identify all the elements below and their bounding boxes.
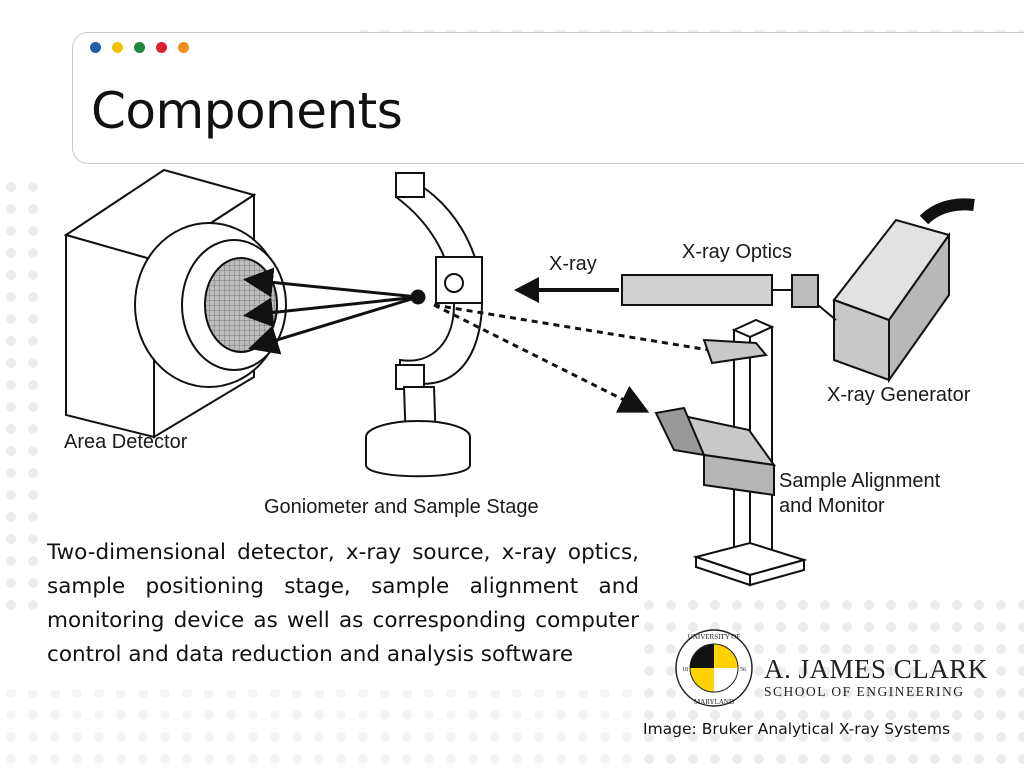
- accent-dot-yellow: [112, 42, 123, 53]
- xrd-components-diagram: X-ray Optics X-ray X-ray Generator Area …: [63, 168, 975, 587]
- x-ray-beam-arrow: [514, 277, 619, 303]
- sample-alignment-monitor: [654, 318, 808, 587]
- accent-dot-blue: [90, 42, 101, 53]
- accent-dot-red: [156, 42, 167, 53]
- accent-dots: [90, 42, 189, 53]
- slide-title: Components: [91, 82, 403, 140]
- school-subtitle: SCHOOL OF ENGINEERING: [764, 684, 965, 699]
- seal-year-left: 18: [682, 667, 688, 673]
- x-ray-optics: [621, 274, 819, 308]
- seal-top-text: UNIVERSITY OF: [688, 633, 741, 641]
- label-x-ray: X-ray: [549, 253, 597, 275]
- label-sample-alignment-line1: Sample Alignment: [779, 470, 941, 492]
- alignment-dashed-lines: [433, 303, 710, 413]
- label-area-detector: Area Detector: [64, 431, 188, 453]
- diffracted-rays: [243, 267, 426, 355]
- seal-bottom-text: MARYLAND: [694, 698, 734, 706]
- goniometer: [365, 171, 484, 478]
- area-detector: [63, 168, 287, 439]
- x-ray-generator: [817, 198, 975, 384]
- accent-dot-green: [134, 42, 145, 53]
- accent-dot-orange: [178, 42, 189, 53]
- image-credit: Image: Bruker Analytical X-ray Systems: [643, 720, 951, 738]
- title-box: [72, 32, 1024, 164]
- seal-year-right: 56: [740, 667, 746, 673]
- label-x-ray-optics: X-ray Optics: [682, 241, 792, 263]
- components-description: Two-dimensional detector, x-ray source, …: [47, 540, 639, 667]
- label-sample-alignment-line2: and Monitor: [779, 495, 885, 517]
- label-goniometer: Goniometer and Sample Stage: [264, 496, 539, 518]
- university-seal-logo: UNIVERSITY OF MARYLAND 18 56: [675, 629, 753, 707]
- school-name: A. JAMES CLARK: [764, 654, 988, 684]
- label-x-ray-generator: X-ray Generator: [827, 384, 971, 406]
